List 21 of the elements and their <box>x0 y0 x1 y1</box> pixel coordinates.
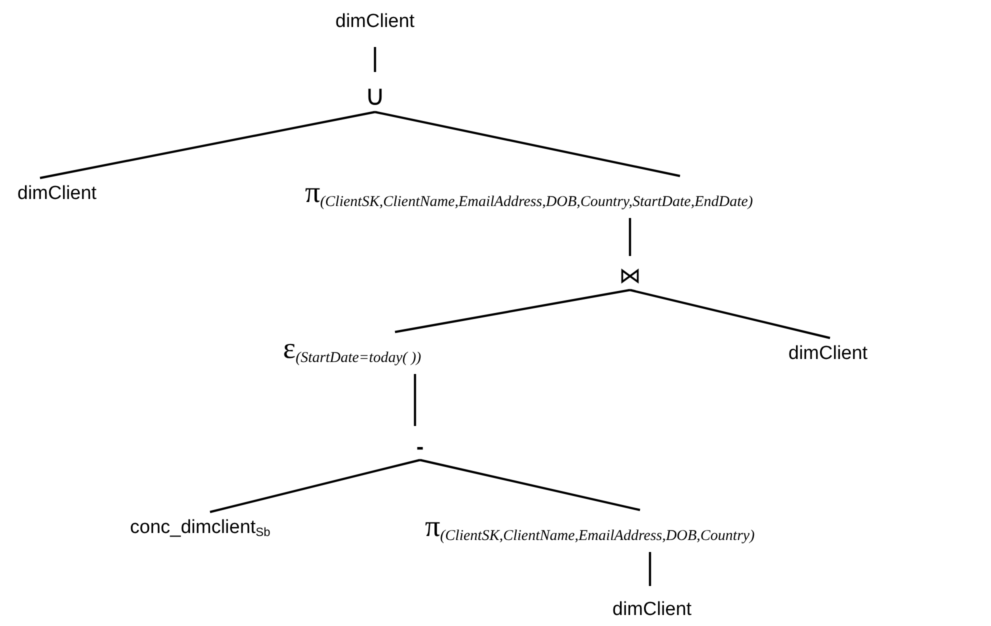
projection-operator: π$_{(ClientSK,ClientName,EmailAddress,DOB,Country,StartDate,EndDate)}$ <box>305 178 753 208</box>
projection-operator: π$_{(ClientSK,ClientName,EmailAddress,DOB,Country)}$ <box>425 512 755 542</box>
extension-operator: ε$_{(StartDate=today( ))}$ <box>283 334 422 364</box>
connector-line <box>648 552 652 586</box>
difference-operator: - <box>416 436 424 458</box>
connector-line <box>628 218 632 256</box>
relation-label: dimClient <box>788 340 868 368</box>
branch-line <box>630 288 830 340</box>
relation-label: dimClient <box>17 180 97 208</box>
branch-line <box>374 110 680 178</box>
branch-line <box>420 458 640 512</box>
relation-label: dimClient <box>335 8 415 36</box>
relation-label: dimClient <box>612 596 692 624</box>
branch-line <box>40 110 376 180</box>
union-operator: ∪ <box>364 82 386 110</box>
branch-line <box>210 458 420 514</box>
connector-line <box>374 47 376 72</box>
relation-label: conc_dimclient$_{Sb}$ <box>130 514 270 542</box>
connector-line <box>414 374 416 426</box>
join-operator: ⋈ <box>619 266 641 288</box>
branch-line <box>394 288 630 334</box>
